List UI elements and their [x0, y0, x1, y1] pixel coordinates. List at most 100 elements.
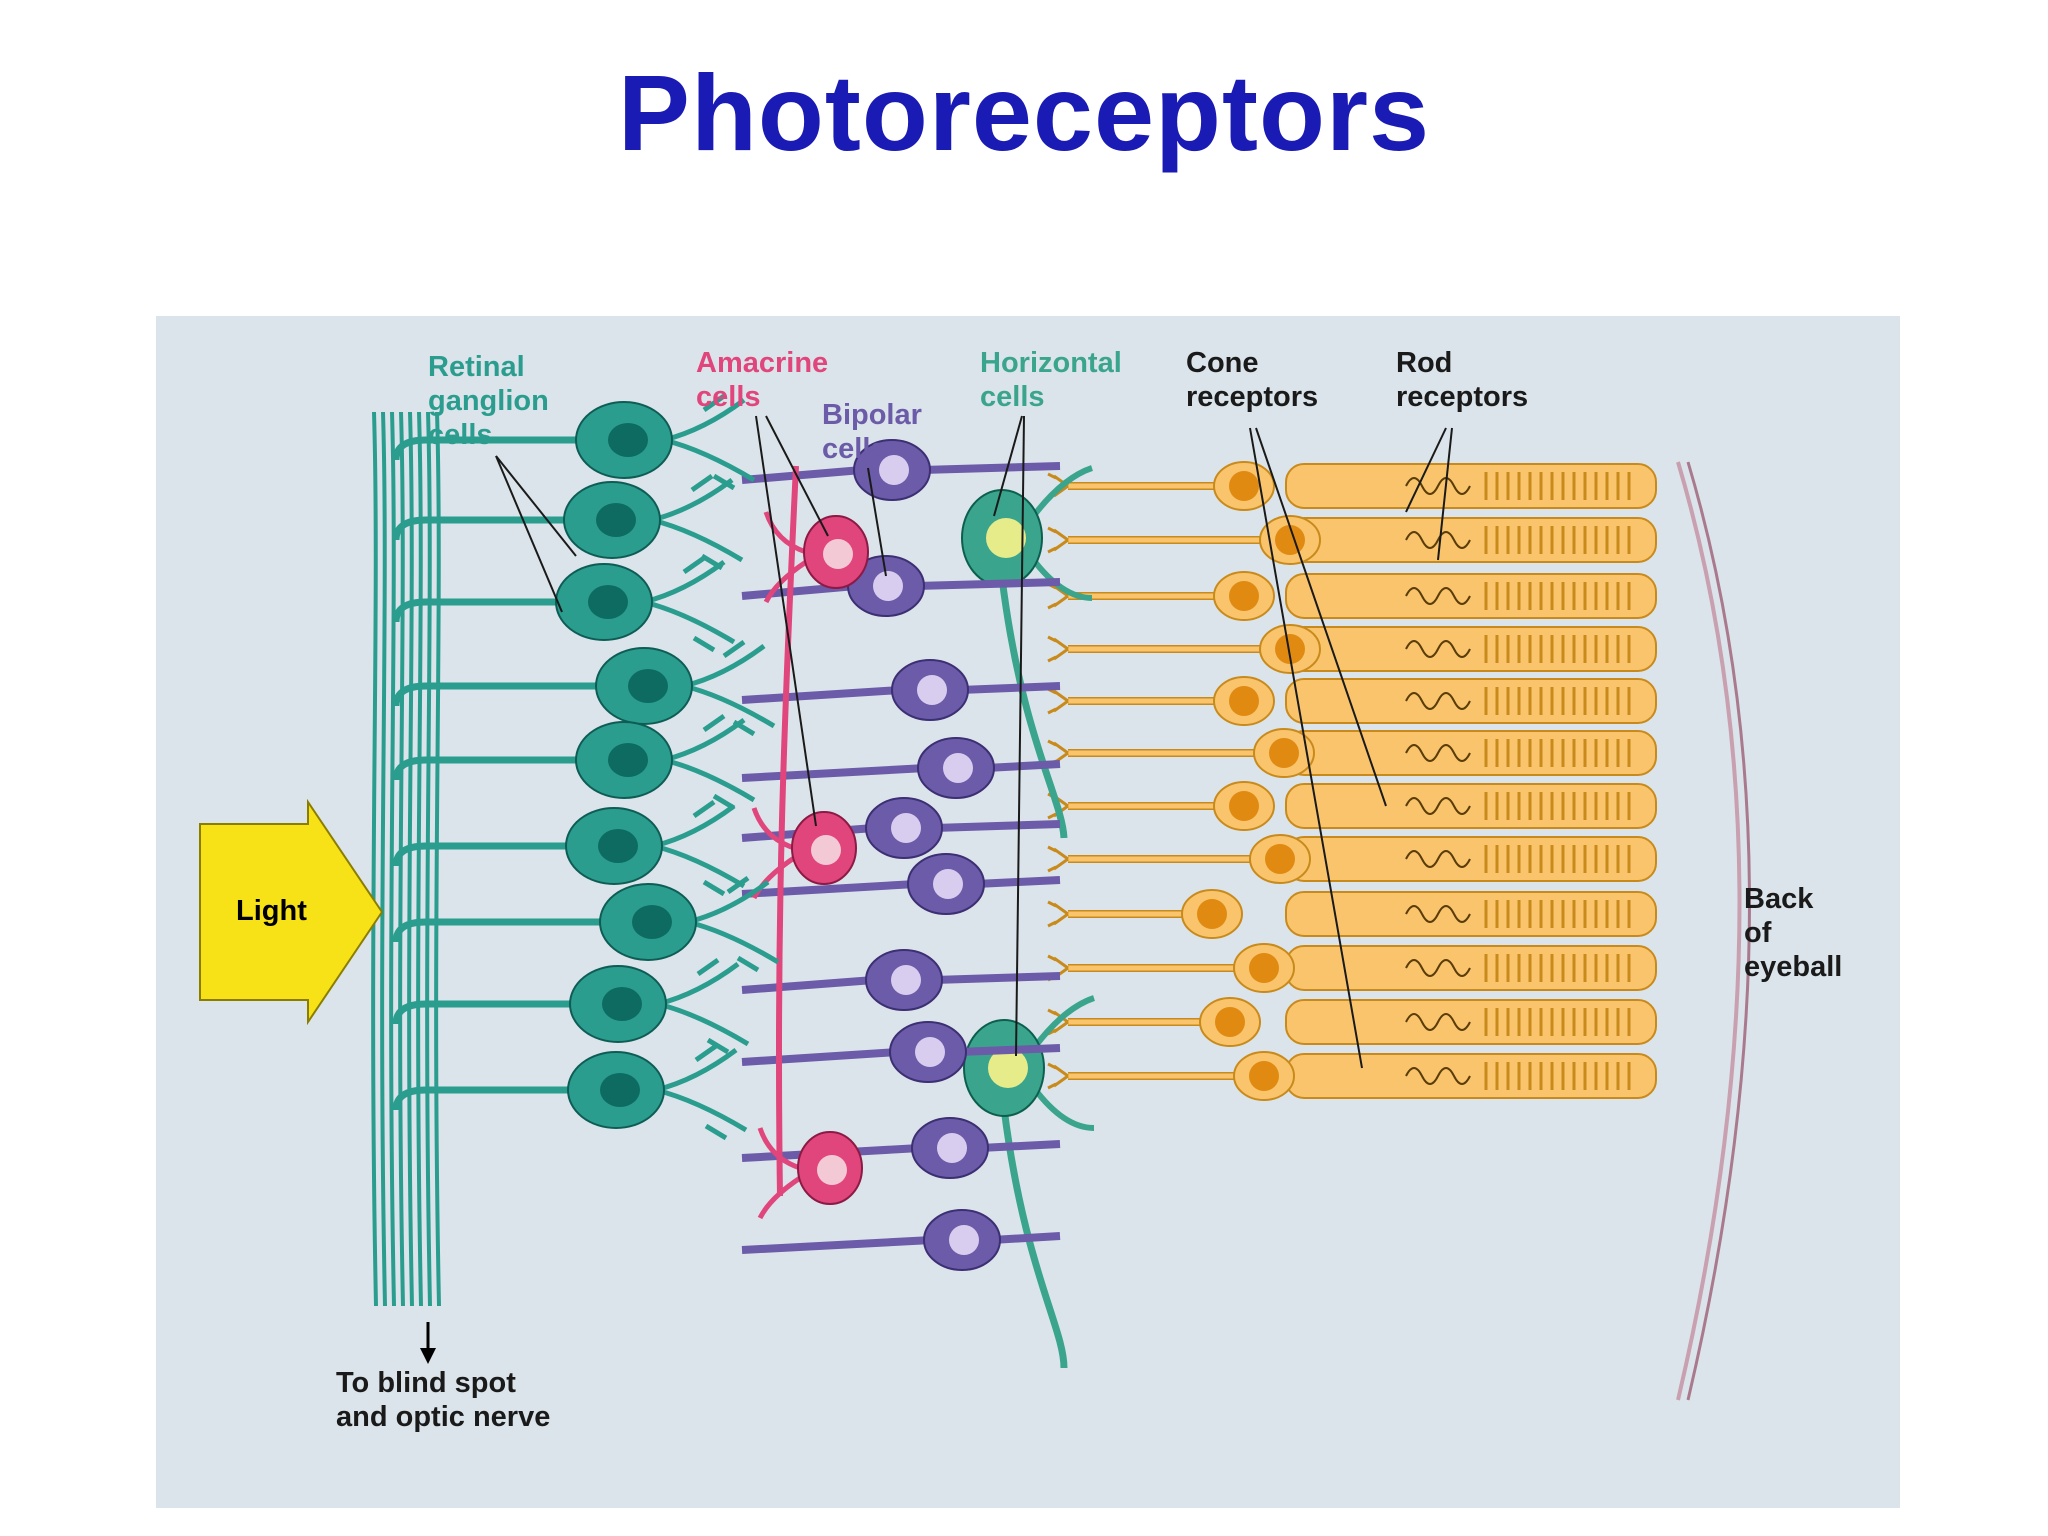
- ganglion-axon: [392, 516, 568, 541]
- rod-receptor: [1285, 573, 1657, 619]
- page-title: Photoreceptors: [617, 52, 1431, 173]
- bipolar-dendrite: [915, 578, 1061, 590]
- leader-line: [1015, 415, 1025, 1057]
- receptor-terminal: [1047, 635, 1069, 663]
- horizontal-nucleus: [986, 518, 1026, 558]
- leader-line: [1249, 427, 1363, 1069]
- rod-outer-segment: [1484, 900, 1631, 928]
- bipolar-axon: [741, 1048, 899, 1066]
- leader-line: [495, 455, 577, 557]
- bipolar-nucleus: [891, 813, 921, 843]
- optic-nerve-fiber: [434, 411, 441, 1307]
- ganglion-dendrite: [643, 555, 736, 653]
- bipolar-nucleus: [891, 965, 921, 995]
- bipolar-dendrite: [921, 462, 1061, 474]
- receptor-terminal: [1047, 472, 1069, 500]
- cone-nucleus: [1265, 844, 1295, 874]
- bipolar-dendrite: [991, 1232, 1061, 1244]
- rod-receptor: [1285, 730, 1657, 776]
- ganglion-nucleus: [608, 423, 648, 457]
- ganglion-dendrite: [651, 473, 744, 571]
- ganglion-dendrite: [663, 393, 756, 491]
- bipolar-dendrite: [933, 972, 1061, 984]
- back-of-eyeball-label: Back of eyeball: [1744, 883, 1842, 983]
- rod-outer-segment: [1484, 1062, 1631, 1090]
- ganglion-nucleus: [608, 743, 648, 777]
- bipolar-axon: [741, 686, 901, 704]
- receptor-terminal: [1047, 687, 1069, 715]
- cone-nucleus: [1229, 471, 1259, 501]
- ganglion-cells-group: [392, 393, 780, 1141]
- bipolar-nucleus: [915, 1037, 945, 1067]
- cone-nucleus: [1275, 634, 1305, 664]
- retinal-ganglion-label: Retinal ganglion cells: [428, 351, 557, 451]
- rod-outer-segment: [1484, 526, 1631, 554]
- rod-outer-segment: [1484, 1008, 1631, 1036]
- bipolar-nucleus: [873, 571, 903, 601]
- bipolar-nucleus: [937, 1133, 967, 1163]
- optic-nerve-fiber: [380, 411, 387, 1307]
- ganglion-axon: [392, 598, 560, 623]
- rod-outer-segment: [1484, 739, 1631, 767]
- bipolar-axon: [741, 466, 863, 484]
- bipolar-nucleus: [917, 675, 947, 705]
- cone-nucleus: [1229, 581, 1259, 611]
- rod-cilium: [1405, 692, 1471, 710]
- receptor-terminal: [1047, 582, 1069, 610]
- ganglion-nucleus: [600, 1073, 640, 1107]
- rod-outer-segment: [1484, 792, 1631, 820]
- bipolar-axon: [741, 976, 875, 994]
- cone-nucleus: [1229, 791, 1259, 821]
- leader-line: [1437, 427, 1453, 561]
- rod-receptors-group: [1285, 463, 1657, 1099]
- rod-cilium: [1405, 1013, 1471, 1031]
- ganglion-nucleus: [598, 829, 638, 863]
- bipolar-label: Bipolar cells: [822, 399, 930, 465]
- rod-cilium: [1405, 850, 1471, 868]
- bipolar-nucleus: [933, 869, 963, 899]
- rod-cilium: [1405, 640, 1471, 658]
- cone-label: Cone receptors: [1186, 347, 1318, 413]
- bipolar-nucleus: [949, 1225, 979, 1255]
- cone-nucleus: [1197, 899, 1227, 929]
- label-leader-lines: [495, 415, 1453, 1069]
- blind-spot-arrowhead-icon: [420, 1348, 436, 1364]
- optic-nerve-fiber: [389, 411, 396, 1307]
- ganglion-dendrite: [663, 713, 756, 811]
- bipolar-axon: [741, 764, 927, 782]
- leader-line: [755, 415, 817, 827]
- ganglion-dendrite: [657, 957, 750, 1055]
- horizontal-process: [1000, 1107, 1068, 1369]
- ganglion-dendrite: [655, 1043, 748, 1141]
- rod-cilium: [1405, 797, 1471, 815]
- optic-nerve-fiber: [371, 411, 378, 1307]
- rod-receptor: [1285, 999, 1657, 1045]
- rod-outer-segment: [1484, 954, 1631, 982]
- rod-cilium: [1405, 905, 1471, 923]
- ganglion-dendrite: [653, 799, 746, 897]
- amacrine-dendrite: [757, 1127, 802, 1220]
- bipolar-nucleus: [943, 753, 973, 783]
- bipolar-nucleus: [879, 455, 909, 485]
- ganglion-nucleus: [588, 585, 628, 619]
- amacrine-cells-group: [751, 465, 869, 1220]
- rod-cilium: [1405, 1067, 1471, 1085]
- ganglion-nucleus: [628, 669, 668, 703]
- light-label: Light: [236, 895, 307, 927]
- cone-nucleus: [1249, 1061, 1279, 1091]
- rod-outer-segment: [1484, 687, 1631, 715]
- ganglion-axon: [392, 436, 580, 461]
- rod-receptor: [1285, 836, 1657, 882]
- horizontal-label: Horizontal cells: [980, 347, 1130, 413]
- optic-nerve-fiber: [407, 411, 414, 1307]
- rod-receptor: [1285, 891, 1657, 937]
- rod-cilium: [1405, 959, 1471, 977]
- cone-nucleus: [1229, 686, 1259, 716]
- amacrine-nucleus: [817, 1155, 847, 1185]
- ganglion-nucleus: [596, 503, 636, 537]
- retina-diagram: Light Retinal ganglion cells Amacrine ce…: [156, 316, 1900, 1508]
- leader-line: [1255, 427, 1387, 807]
- horizontal-dendrite: [1031, 995, 1096, 1131]
- rod-cilium: [1405, 744, 1471, 762]
- bipolar-axon: [741, 880, 917, 898]
